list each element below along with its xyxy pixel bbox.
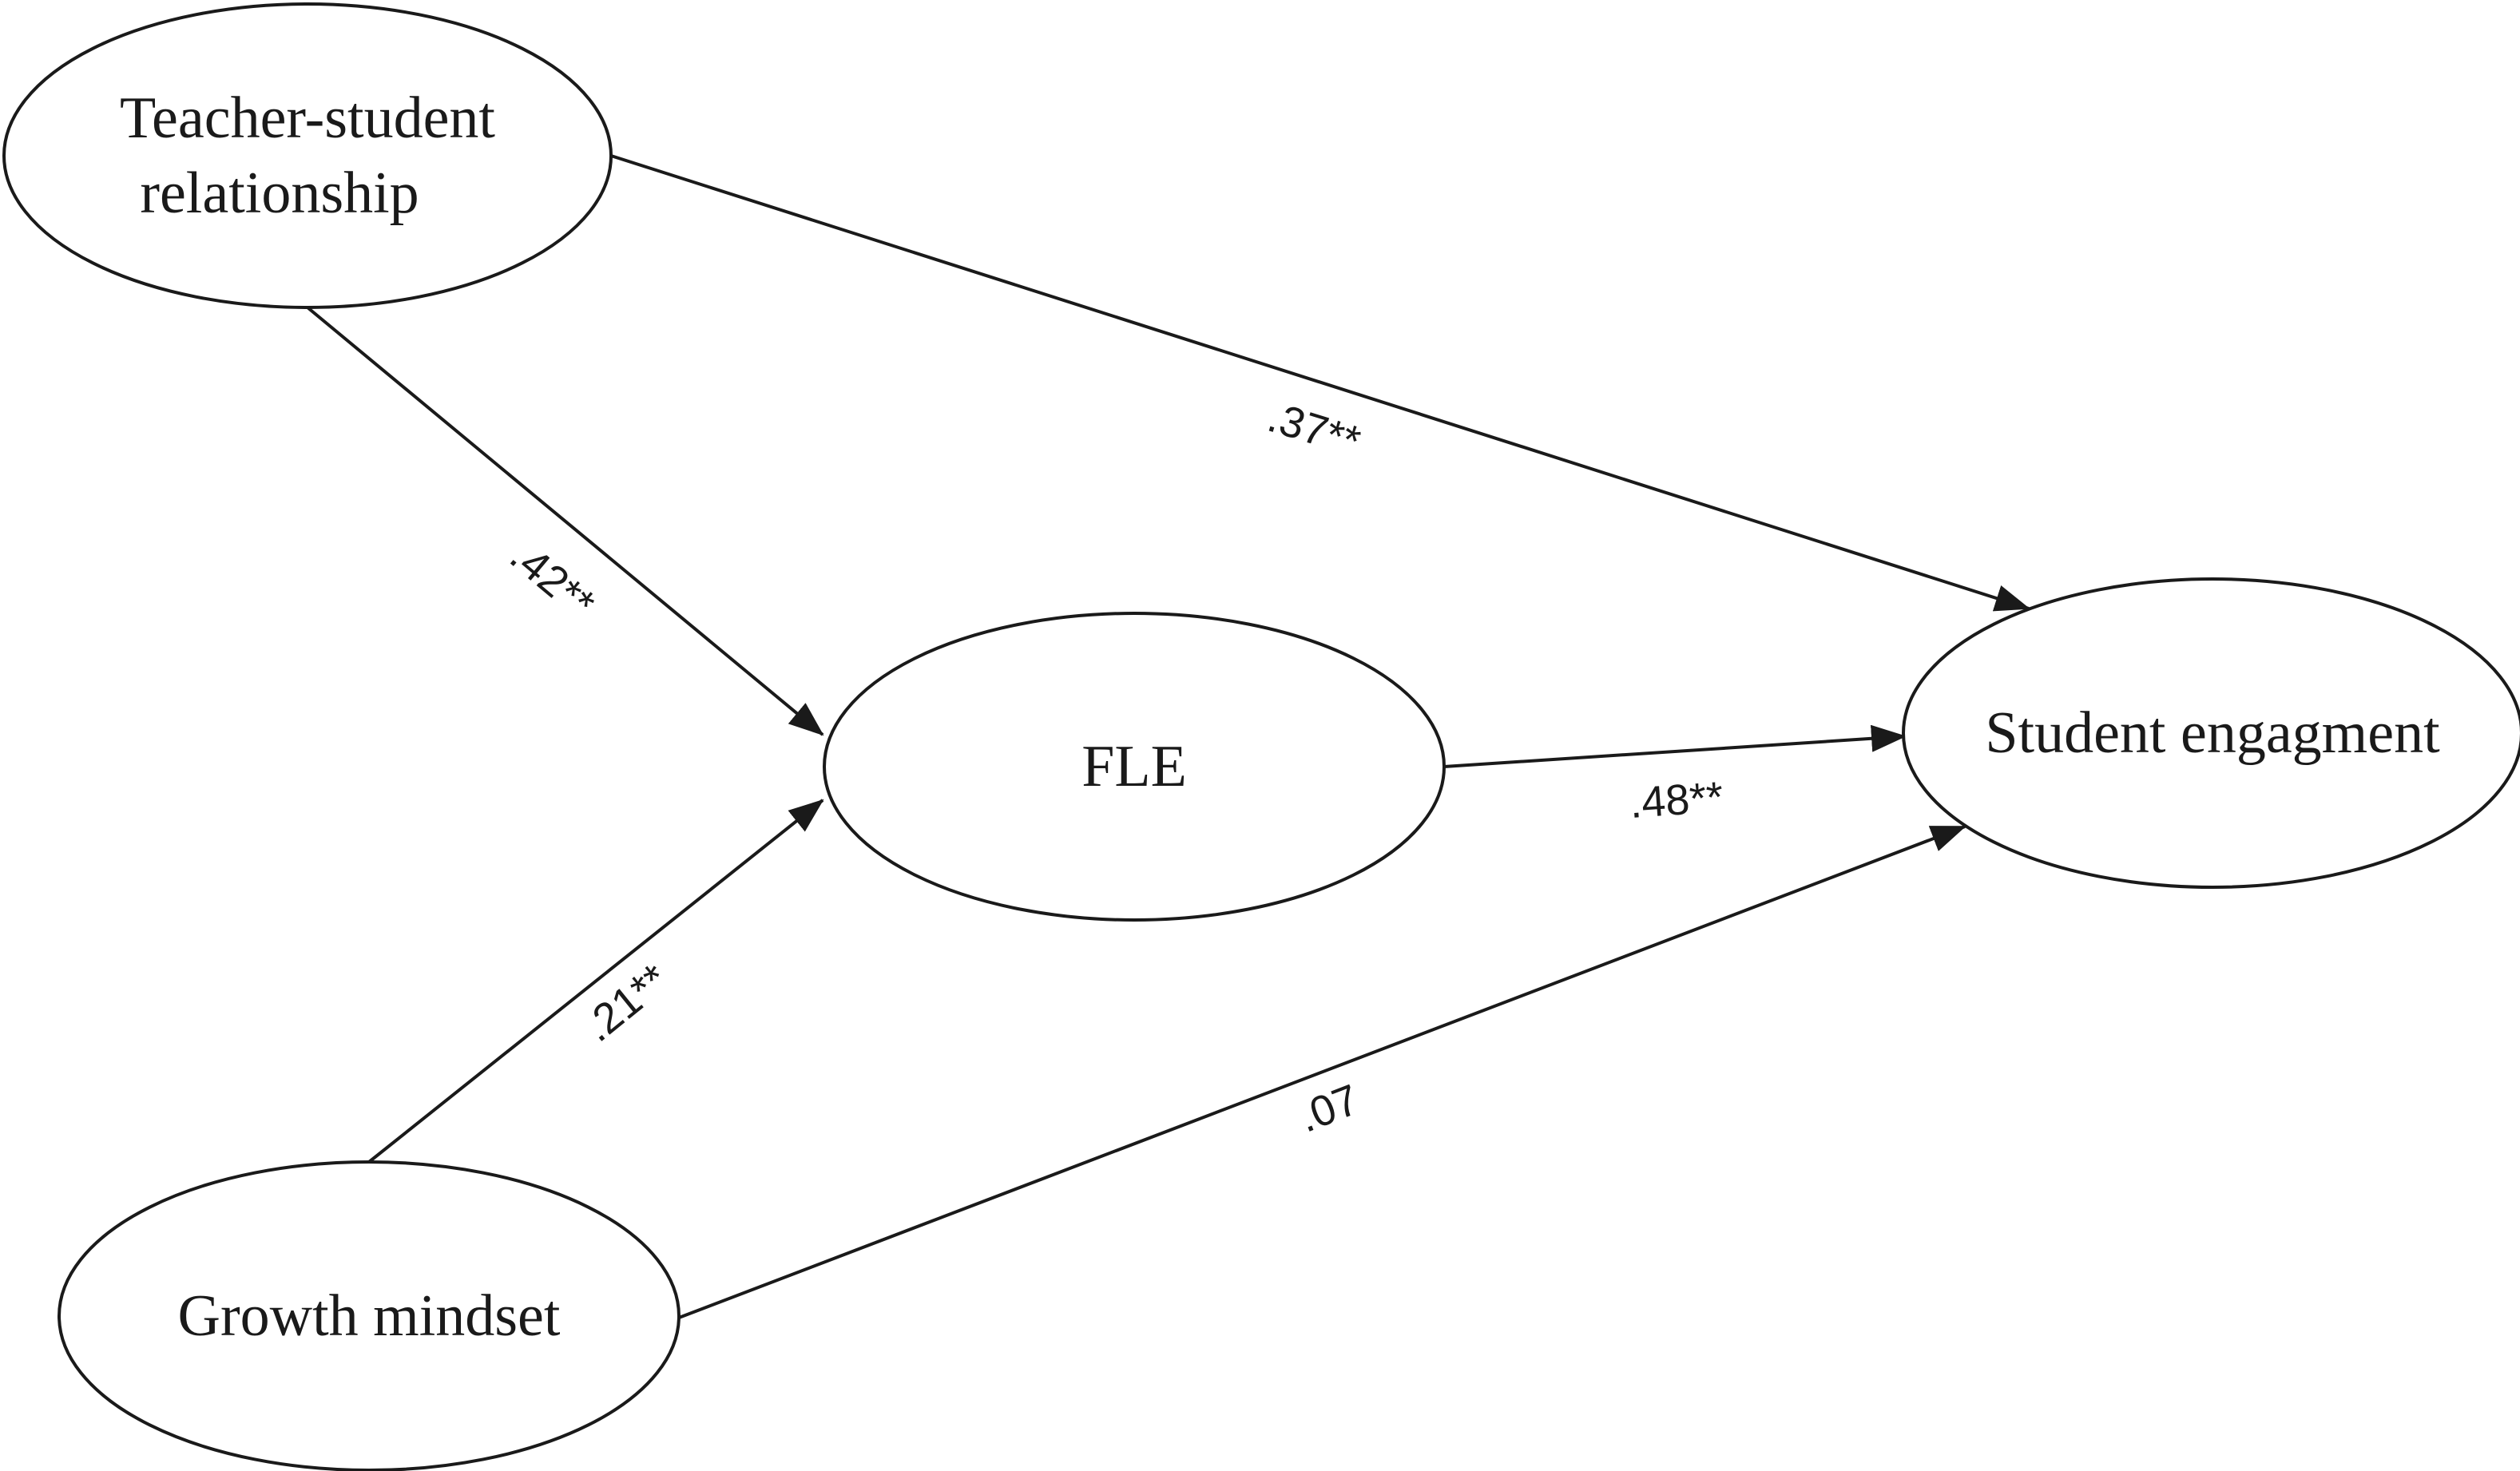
node-label: Growth mindset: [178, 1283, 561, 1349]
edges: [306, 154, 2030, 1319]
node-ellipse: [1902, 577, 2520, 889]
node-growth-mindset: Growth mindset: [58, 1160, 681, 1471]
node-ellipse: [2, 2, 613, 309]
node-fle: FLE: [823, 612, 1446, 922]
coefficient-gm-to-fle: .21**: [574, 955, 677, 1051]
node-label-line-1: Teacher-student: [120, 85, 495, 151]
path-arrow-fle-to-se: [1443, 724, 1907, 768]
node-student-engagement: Student engagment: [1902, 577, 2520, 889]
coefficient-tsr-to-se: .37**: [1262, 393, 1366, 466]
node-label: FLE: [1081, 734, 1187, 799]
coefficient-fle-to-se: .48**: [1628, 773, 1724, 827]
path-arrow-gm-to-se: [678, 825, 1966, 1319]
path-arrow-tsr-to-se: [610, 154, 2030, 612]
node-teacher-student-relationship: Teacher-student relationship: [2, 2, 613, 309]
node-label-line-2: relationship: [140, 161, 419, 226]
path-arrow-tsr-to-fle: [306, 306, 824, 736]
node-ellipse: [58, 1160, 681, 1471]
node-label: Student engagment: [1985, 700, 2440, 766]
node-ellipse: [823, 612, 1446, 922]
coefficient-gm-to-se: .07: [1292, 1076, 1366, 1142]
coefficient-tsr-to-fle: .42**: [501, 532, 603, 628]
path-arrow-gm-to-fle: [367, 799, 824, 1164]
